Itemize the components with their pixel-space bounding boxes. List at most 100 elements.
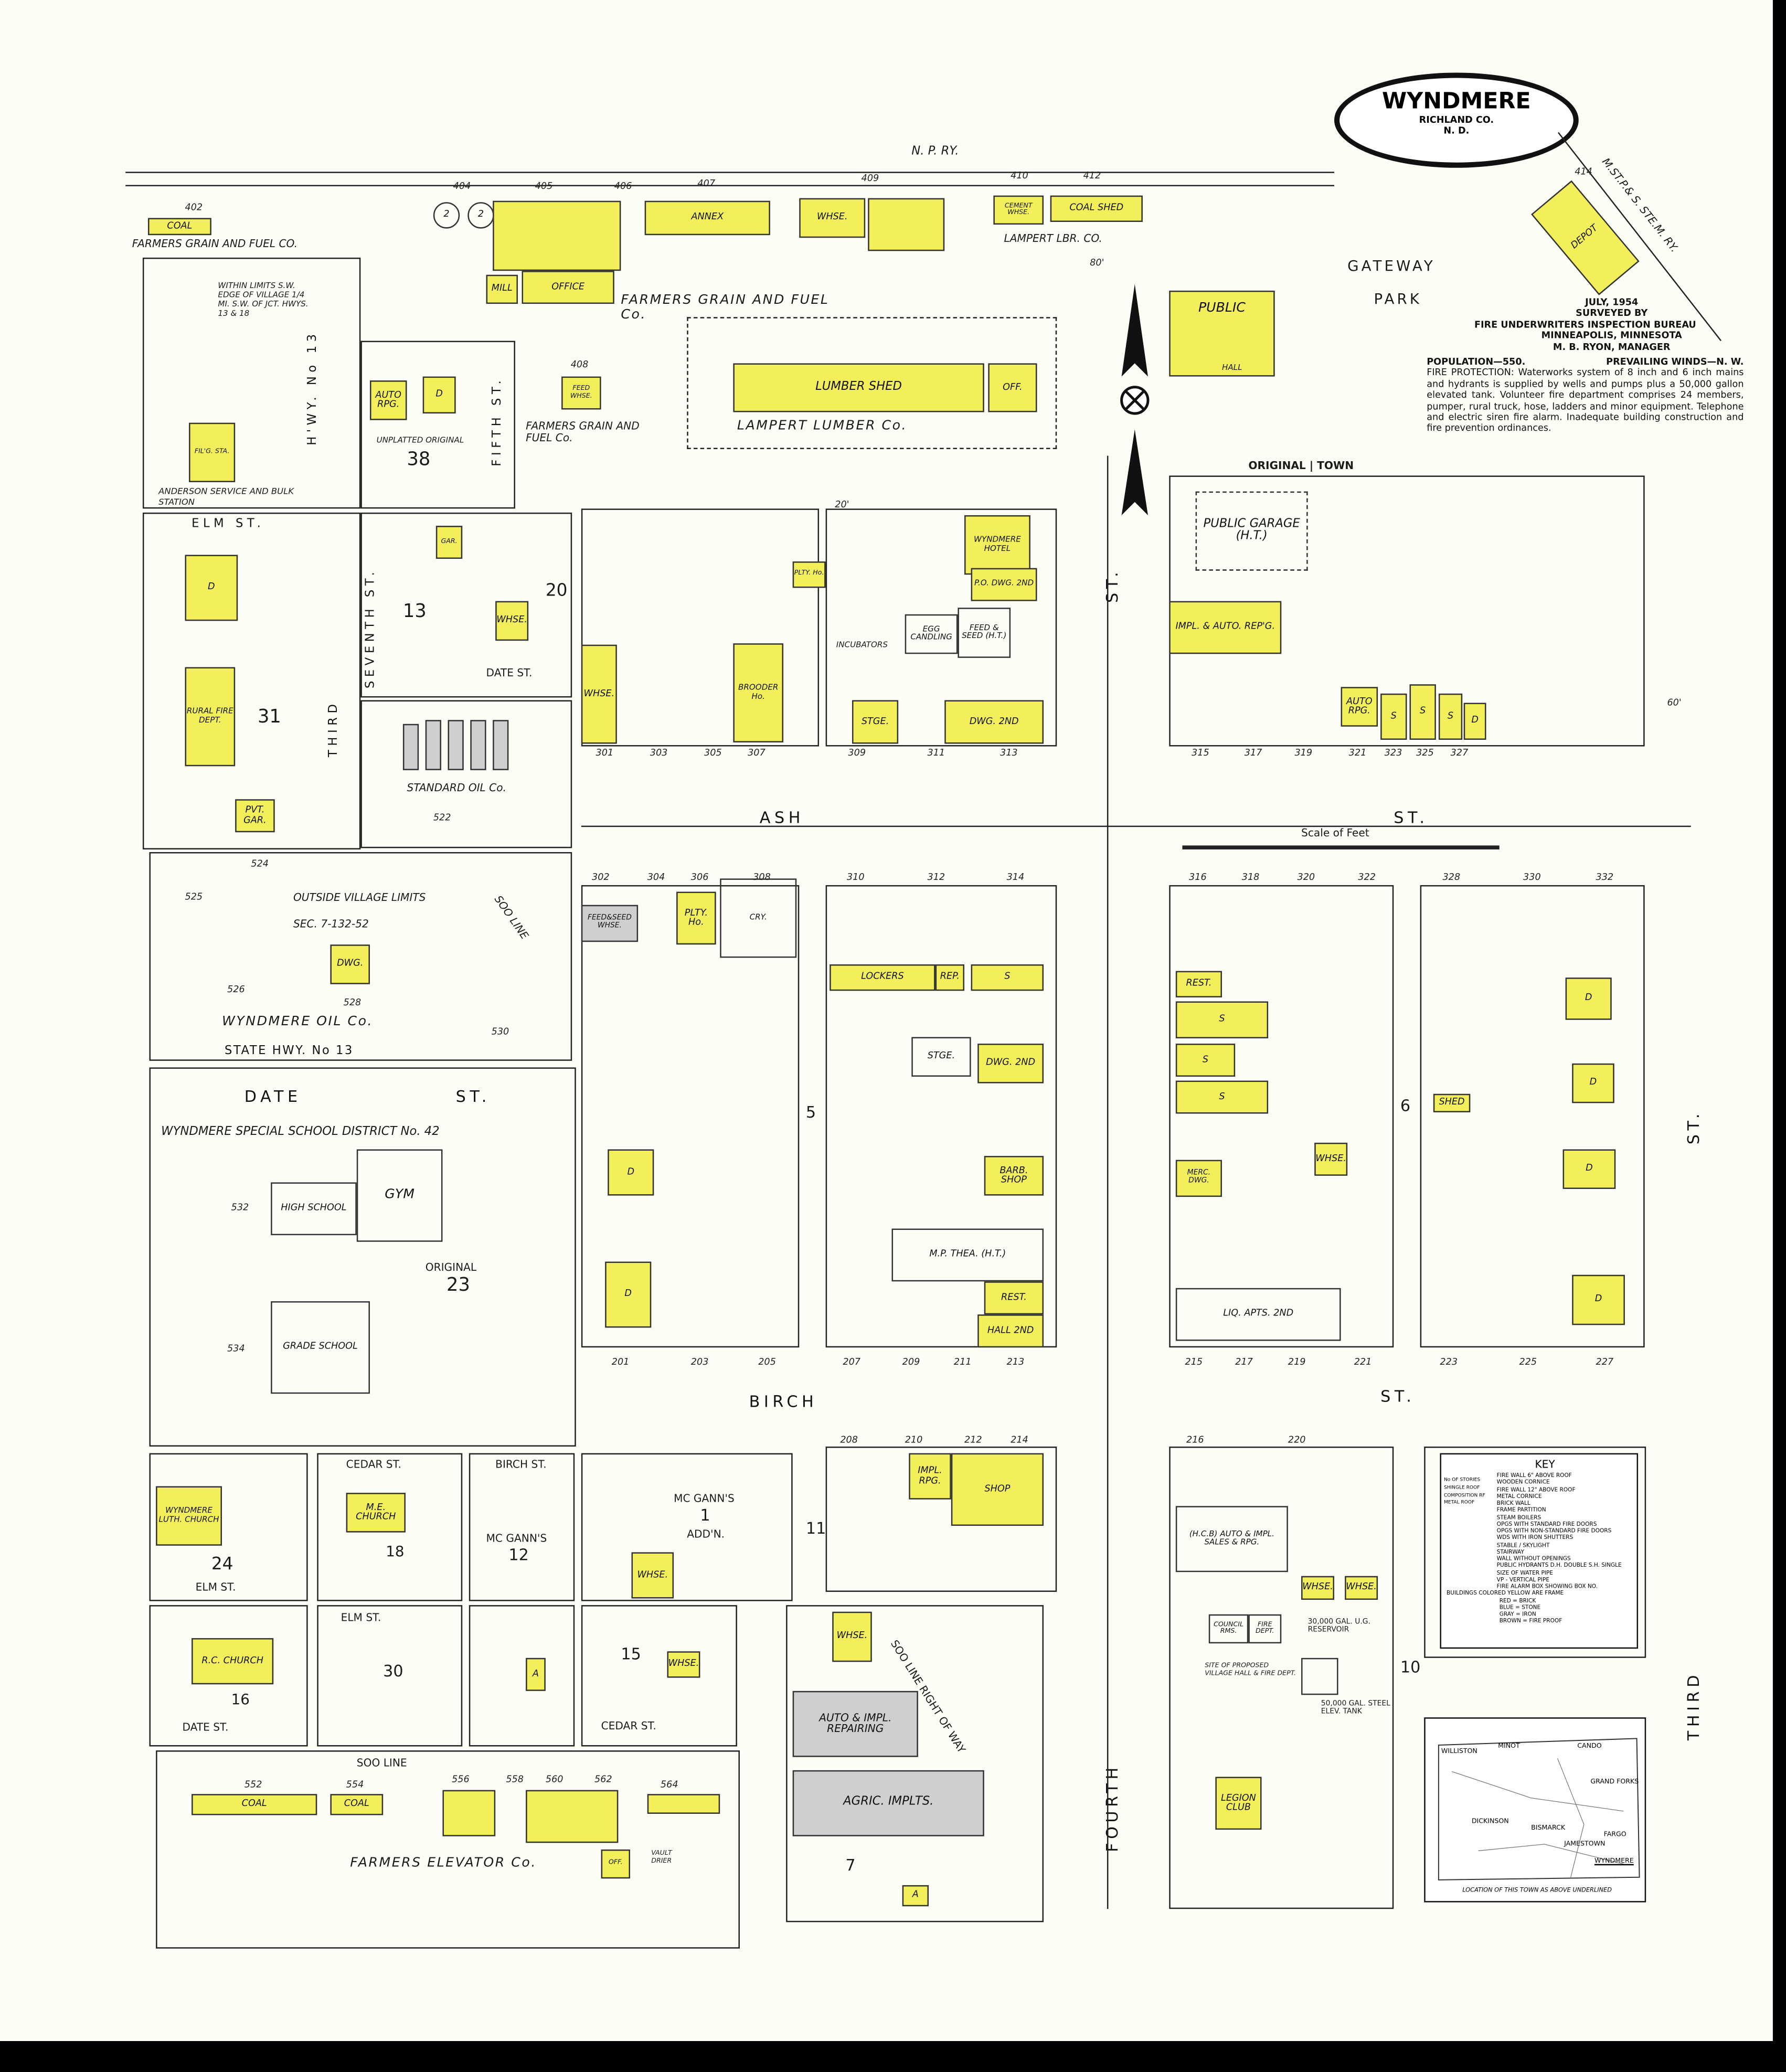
off-label: OFF. — [608, 1859, 623, 1867]
dwelling-building: D — [608, 1149, 654, 1196]
agric-building: AGRIC. IMPLTS. — [792, 1770, 984, 1836]
block-18 — [317, 1453, 463, 1601]
elevator-building — [493, 200, 621, 271]
street-label-date-small: DATE ST. — [486, 667, 533, 679]
grade-school-label: GRADE SCHOOL — [283, 1341, 358, 1352]
lot-number: 307 — [748, 748, 766, 759]
whse-building: WHSE. — [1345, 1576, 1378, 1600]
coal-shed-label: COAL SHED — [1069, 203, 1124, 214]
street-label-third: THIRD — [1684, 1671, 1703, 1741]
lot-number: 310 — [846, 872, 865, 883]
lot-number: 558 — [506, 1774, 524, 1785]
school-block — [149, 1067, 576, 1447]
standard-oil-block — [360, 700, 572, 848]
block-number: 24 — [211, 1555, 233, 1575]
cry-label: CRY. — [749, 912, 767, 922]
merc-building: MERC. DWG. — [1175, 1160, 1222, 1197]
lot-number: 221 — [1354, 1356, 1372, 1367]
key-legend-left: No OF STORIES SHINGLE ROOF COMPOSITION R… — [1444, 1477, 1485, 1507]
lot-number: 534 — [227, 1343, 245, 1354]
whse-building: WHSE. — [667, 1651, 700, 1678]
survey-date: JULY, 1954 — [1585, 297, 1639, 308]
lot-number: 308 — [753, 872, 771, 883]
lot-number: 212 — [964, 1435, 982, 1446]
lot-number: 311 — [927, 748, 945, 759]
oil-tank — [402, 724, 419, 770]
auto-impl-sales-label: (H.C.B) AUTO & IMPL. SALES & RPG. — [1189, 1529, 1274, 1547]
key-line: SIZE OF WATER PIPE — [1496, 1568, 1553, 1576]
company-label: LAMPERT LBR. CO. — [1004, 232, 1102, 245]
within-limits-note: WITHIN LIMITS S.W. EDGE OF VILLAGE 1/4 M… — [218, 281, 309, 318]
street-label-birch-st: ST. — [1380, 1387, 1416, 1406]
public-hall-building: PUBLIC — [1169, 290, 1275, 377]
block-number: 11 — [805, 1519, 826, 1538]
poultry-building: PLTY. Ho. — [676, 891, 716, 945]
lot-number: 532 — [231, 1202, 249, 1213]
off-label: OFF. — [1003, 381, 1023, 392]
oil-tank — [425, 720, 441, 770]
auto-rpg-building: AUTO RPG. — [369, 380, 407, 420]
lot-number: 210 — [905, 1435, 923, 1446]
key-line: FIRE WALL 12" ABOVE ROOF — [1496, 1485, 1576, 1492]
key-legend-item: METAL ROOF — [1443, 1500, 1475, 1505]
street-label-birch-small: BIRCH ST. — [495, 1458, 547, 1471]
street-label-seventh: SEVENTH ST. — [364, 568, 378, 689]
reservoir-label: 30,000 GAL. U.G. RESERVOIR — [1307, 1618, 1370, 1634]
lumber-shed-building: LUMBER SHED — [733, 363, 984, 412]
dwelling-building: D — [185, 555, 238, 621]
block-original-label: ORIGINAL — [425, 1261, 477, 1274]
lockers-building: LOCKERS — [830, 964, 935, 991]
store-building: S — [971, 964, 1044, 991]
rural-fire-label: RURAL FIRE DEPT. — [186, 707, 233, 725]
stge-building: STGE. — [911, 1037, 971, 1077]
legion-label: LEGION CLUB — [1220, 1792, 1256, 1813]
np-railway-label: N. P. RY. — [911, 145, 959, 159]
office-building: OFF. — [601, 1849, 630, 1879]
rc-church-label: R.C. CHURCH — [201, 1655, 263, 1666]
key-line: FIRE WALL 6" ABOVE ROOF — [1496, 1471, 1572, 1479]
dwelling-building: D — [422, 376, 456, 414]
filling-station-building: FIL'G. STA. — [189, 422, 236, 482]
lot-number: 208 — [840, 1435, 858, 1446]
lot-number: 220 — [1288, 1435, 1306, 1446]
block-number: 15 — [621, 1644, 641, 1663]
inset-place: DICKINSON — [1471, 1818, 1509, 1826]
coal-building: COAL — [192, 1794, 317, 1815]
block-15 — [581, 1605, 737, 1747]
feed-whse-label: FEED WHSE. — [570, 385, 592, 400]
scale-label: Scale of Feet — [1301, 827, 1369, 839]
lot-number: 209 — [902, 1356, 920, 1367]
map-paper: WYNDMERE RICHLAND CO. N. D. N. P. RY. M.… — [0, 0, 1773, 2042]
block-10 — [1169, 1446, 1394, 1909]
fire-dept-building: FIRE DEPT. — [1248, 1614, 1282, 1644]
store-building: S — [1175, 1001, 1269, 1038]
inset-place: MINOT — [1498, 1742, 1520, 1751]
elevator-yard — [156, 1750, 740, 1949]
filling-station-label: FIL'G. STA. — [194, 448, 230, 456]
po-label: P.O. DWG. 2ND — [974, 579, 1034, 589]
key-line: FRAME PARTITION — [1496, 1506, 1546, 1513]
key-line: VP - VERTICAL PIPE — [1496, 1576, 1550, 1582]
lot-number: 414 — [1575, 166, 1592, 177]
lot-number: 318 — [1241, 872, 1260, 883]
lot-number: 526 — [227, 984, 245, 995]
hall-building: HALL 2ND — [977, 1314, 1044, 1348]
store-building: S — [1175, 1044, 1236, 1077]
hall2-label: HALL 2ND — [987, 1324, 1034, 1336]
auto-impl-building: AUTO & IMPL. REPAIRING — [792, 1691, 918, 1757]
company-label: LAMPERT LUMBER Co. — [737, 419, 908, 433]
apts-label: APTS. 2ND — [1244, 1308, 1294, 1319]
auto-rpg-label: AUTO RPG. — [375, 389, 402, 410]
block-16 — [149, 1605, 308, 1747]
cement-label: CEMENT WHSE. — [1004, 201, 1033, 217]
whse-label: WHSE. — [668, 1658, 699, 1669]
stge-building: STGE. — [852, 700, 899, 744]
key-legend-item: No OF STORIES — [1443, 1476, 1481, 1482]
street-label-elm-small: ELM ST. — [195, 1581, 236, 1593]
merc-label: MERC. DWG. — [1187, 1169, 1211, 1185]
lot-number: 304 — [647, 872, 665, 883]
inset-place: GRAND FORKS — [1590, 1778, 1639, 1787]
whse-label: WHSE. — [583, 688, 615, 699]
dwelling-building: DWG. 2ND — [977, 1044, 1044, 1083]
block-number: 12 — [508, 1545, 529, 1565]
